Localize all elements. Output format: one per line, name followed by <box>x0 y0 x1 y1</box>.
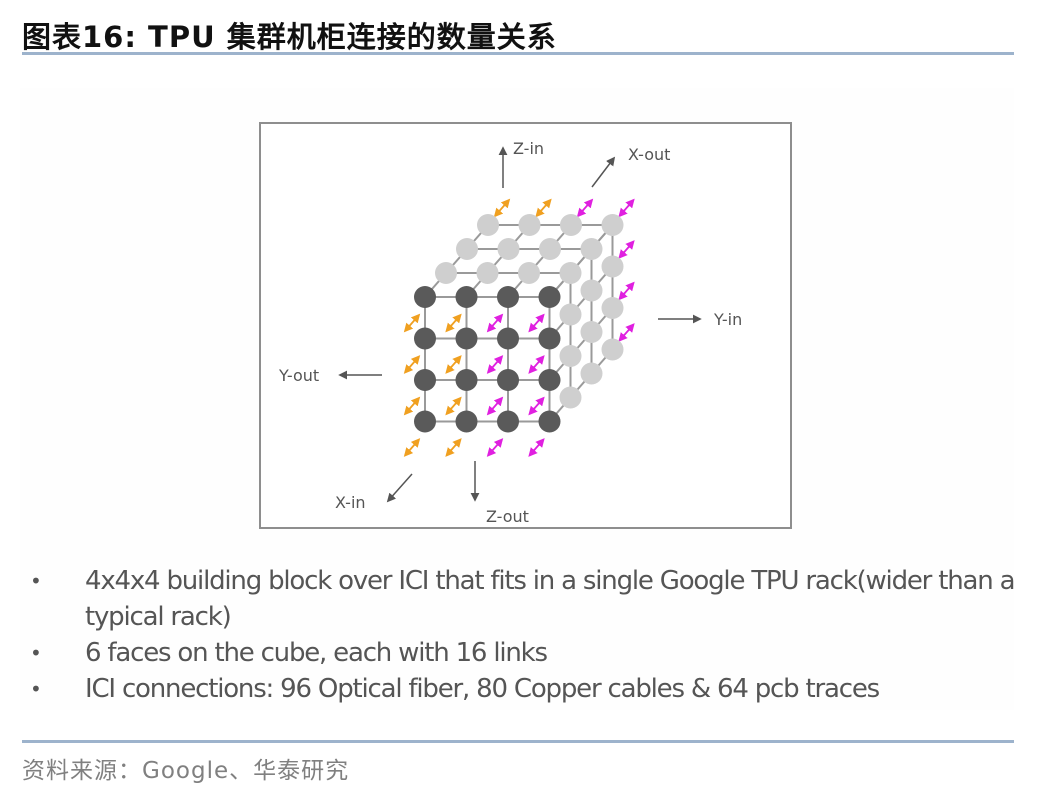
tpu-node-back <box>456 238 478 260</box>
tpu-node-back <box>559 386 582 409</box>
bullet-item: • 6 faces on the cube, each with 16 link… <box>30 635 1020 671</box>
ici-link-orange-icon <box>403 313 421 333</box>
ici-link-orange-icon <box>445 396 462 416</box>
ici-link-magenta-icon <box>618 323 635 342</box>
tpu-node-front <box>538 410 561 433</box>
ici-link-orange-icon <box>445 355 462 374</box>
x-out-label: X-out <box>628 145 670 164</box>
tpu-node-back <box>580 238 603 260</box>
tpu-node-back <box>601 297 624 319</box>
footer-divider <box>22 740 1014 743</box>
ici-link-magenta-icon <box>486 355 504 374</box>
bullet-item: • 4x4x4 building block over ICI that fit… <box>30 563 1020 635</box>
ici-link-magenta-icon <box>528 438 545 457</box>
tpu-node-front <box>414 369 436 391</box>
ici-link-orange-icon <box>445 438 462 457</box>
ici-link-orange-icon <box>403 438 421 457</box>
tpu-node-back <box>560 214 582 236</box>
ici-link-magenta-icon <box>486 438 504 457</box>
x-in-arrow-icon <box>386 473 413 503</box>
bullet-text: 4x4x4 building block over ICI that fits … <box>85 566 1016 632</box>
tpu-node-front <box>538 369 561 391</box>
tpu-node-front <box>414 286 436 308</box>
tpu-node-front <box>538 327 561 350</box>
ici-link-magenta-icon <box>618 240 635 259</box>
bullet-item: • ICI connections: 96 Optical fiber, 80 … <box>30 671 1020 707</box>
tpu-node-back <box>518 214 541 236</box>
y-in-label: Y-in <box>713 310 742 329</box>
ici-link-orange-icon <box>445 313 462 333</box>
bullet-dot-icon: • <box>30 641 42 665</box>
ici-link-magenta-icon <box>618 281 635 301</box>
ici-link-orange-icon <box>403 355 421 374</box>
bullet-list: • 4x4x4 building block over ICI that fit… <box>30 563 1020 707</box>
z-out-label: Z-out <box>486 507 529 526</box>
tpu-node-front <box>455 410 478 433</box>
title-divider <box>22 52 1014 55</box>
ici-link-magenta-icon <box>576 198 594 218</box>
ici-link-orange-icon <box>403 396 421 416</box>
ici-link-magenta-icon <box>486 313 504 333</box>
tpu-node-back <box>518 262 540 284</box>
tpu-node-front <box>414 327 436 350</box>
tpu-node-front <box>455 327 478 350</box>
x-out-arrow-icon <box>591 156 616 188</box>
ici-link-orange-icon <box>535 198 552 218</box>
ici-links <box>403 198 635 457</box>
y-out-label: Y-out <box>278 366 319 385</box>
ici-link-orange-icon <box>493 198 511 218</box>
tpu-node-back <box>476 262 499 284</box>
bullet-text: 6 faces on the cube, each with 16 links <box>85 638 548 668</box>
tpu-node-back <box>580 279 603 302</box>
ici-link-magenta-icon <box>528 313 545 333</box>
tpu-node-front <box>497 327 519 350</box>
tpu-node-back <box>559 262 582 284</box>
tpu-node-back <box>497 238 520 260</box>
tpu-node-back <box>601 255 624 278</box>
tpu-node-front <box>455 369 478 391</box>
x-in-label: X-in <box>335 493 366 512</box>
tpu-node-front <box>497 410 519 433</box>
bullet-dot-icon: • <box>30 569 42 593</box>
bullet-text: ICI connections: 96 Optical fiber, 80 Co… <box>85 674 880 704</box>
ici-link-magenta-icon <box>486 396 504 416</box>
tpu-node-front <box>497 369 519 391</box>
ici-link-magenta-icon <box>528 355 545 374</box>
tpu-node-back <box>601 338 624 361</box>
tpu-node-front <box>497 286 519 308</box>
cube-nodes <box>414 214 624 433</box>
tpu-node-front <box>455 286 478 308</box>
diagram-frame <box>259 122 792 529</box>
tpu-node-back <box>559 345 582 367</box>
tpu-node-back <box>539 238 561 260</box>
tpu-node-front <box>538 286 561 308</box>
tpu-node-front <box>414 410 436 433</box>
tpu-node-back <box>580 362 603 385</box>
bullet-dot-icon: • <box>30 677 42 701</box>
tpu-node-back <box>559 303 582 326</box>
tpu-node-back <box>580 321 603 343</box>
source-note: 资料来源：Google、华泰研究 <box>22 758 350 784</box>
tpu-node-back <box>477 214 499 236</box>
ici-link-magenta-icon <box>528 396 545 416</box>
tpu-node-back <box>601 214 624 236</box>
ici-link-magenta-icon <box>618 198 635 218</box>
tpu-node-back <box>435 262 457 284</box>
figure-title: 图表16: TPU 集群机柜连接的数量关系 <box>22 20 557 54</box>
z-in-label: Z-in <box>513 139 544 158</box>
